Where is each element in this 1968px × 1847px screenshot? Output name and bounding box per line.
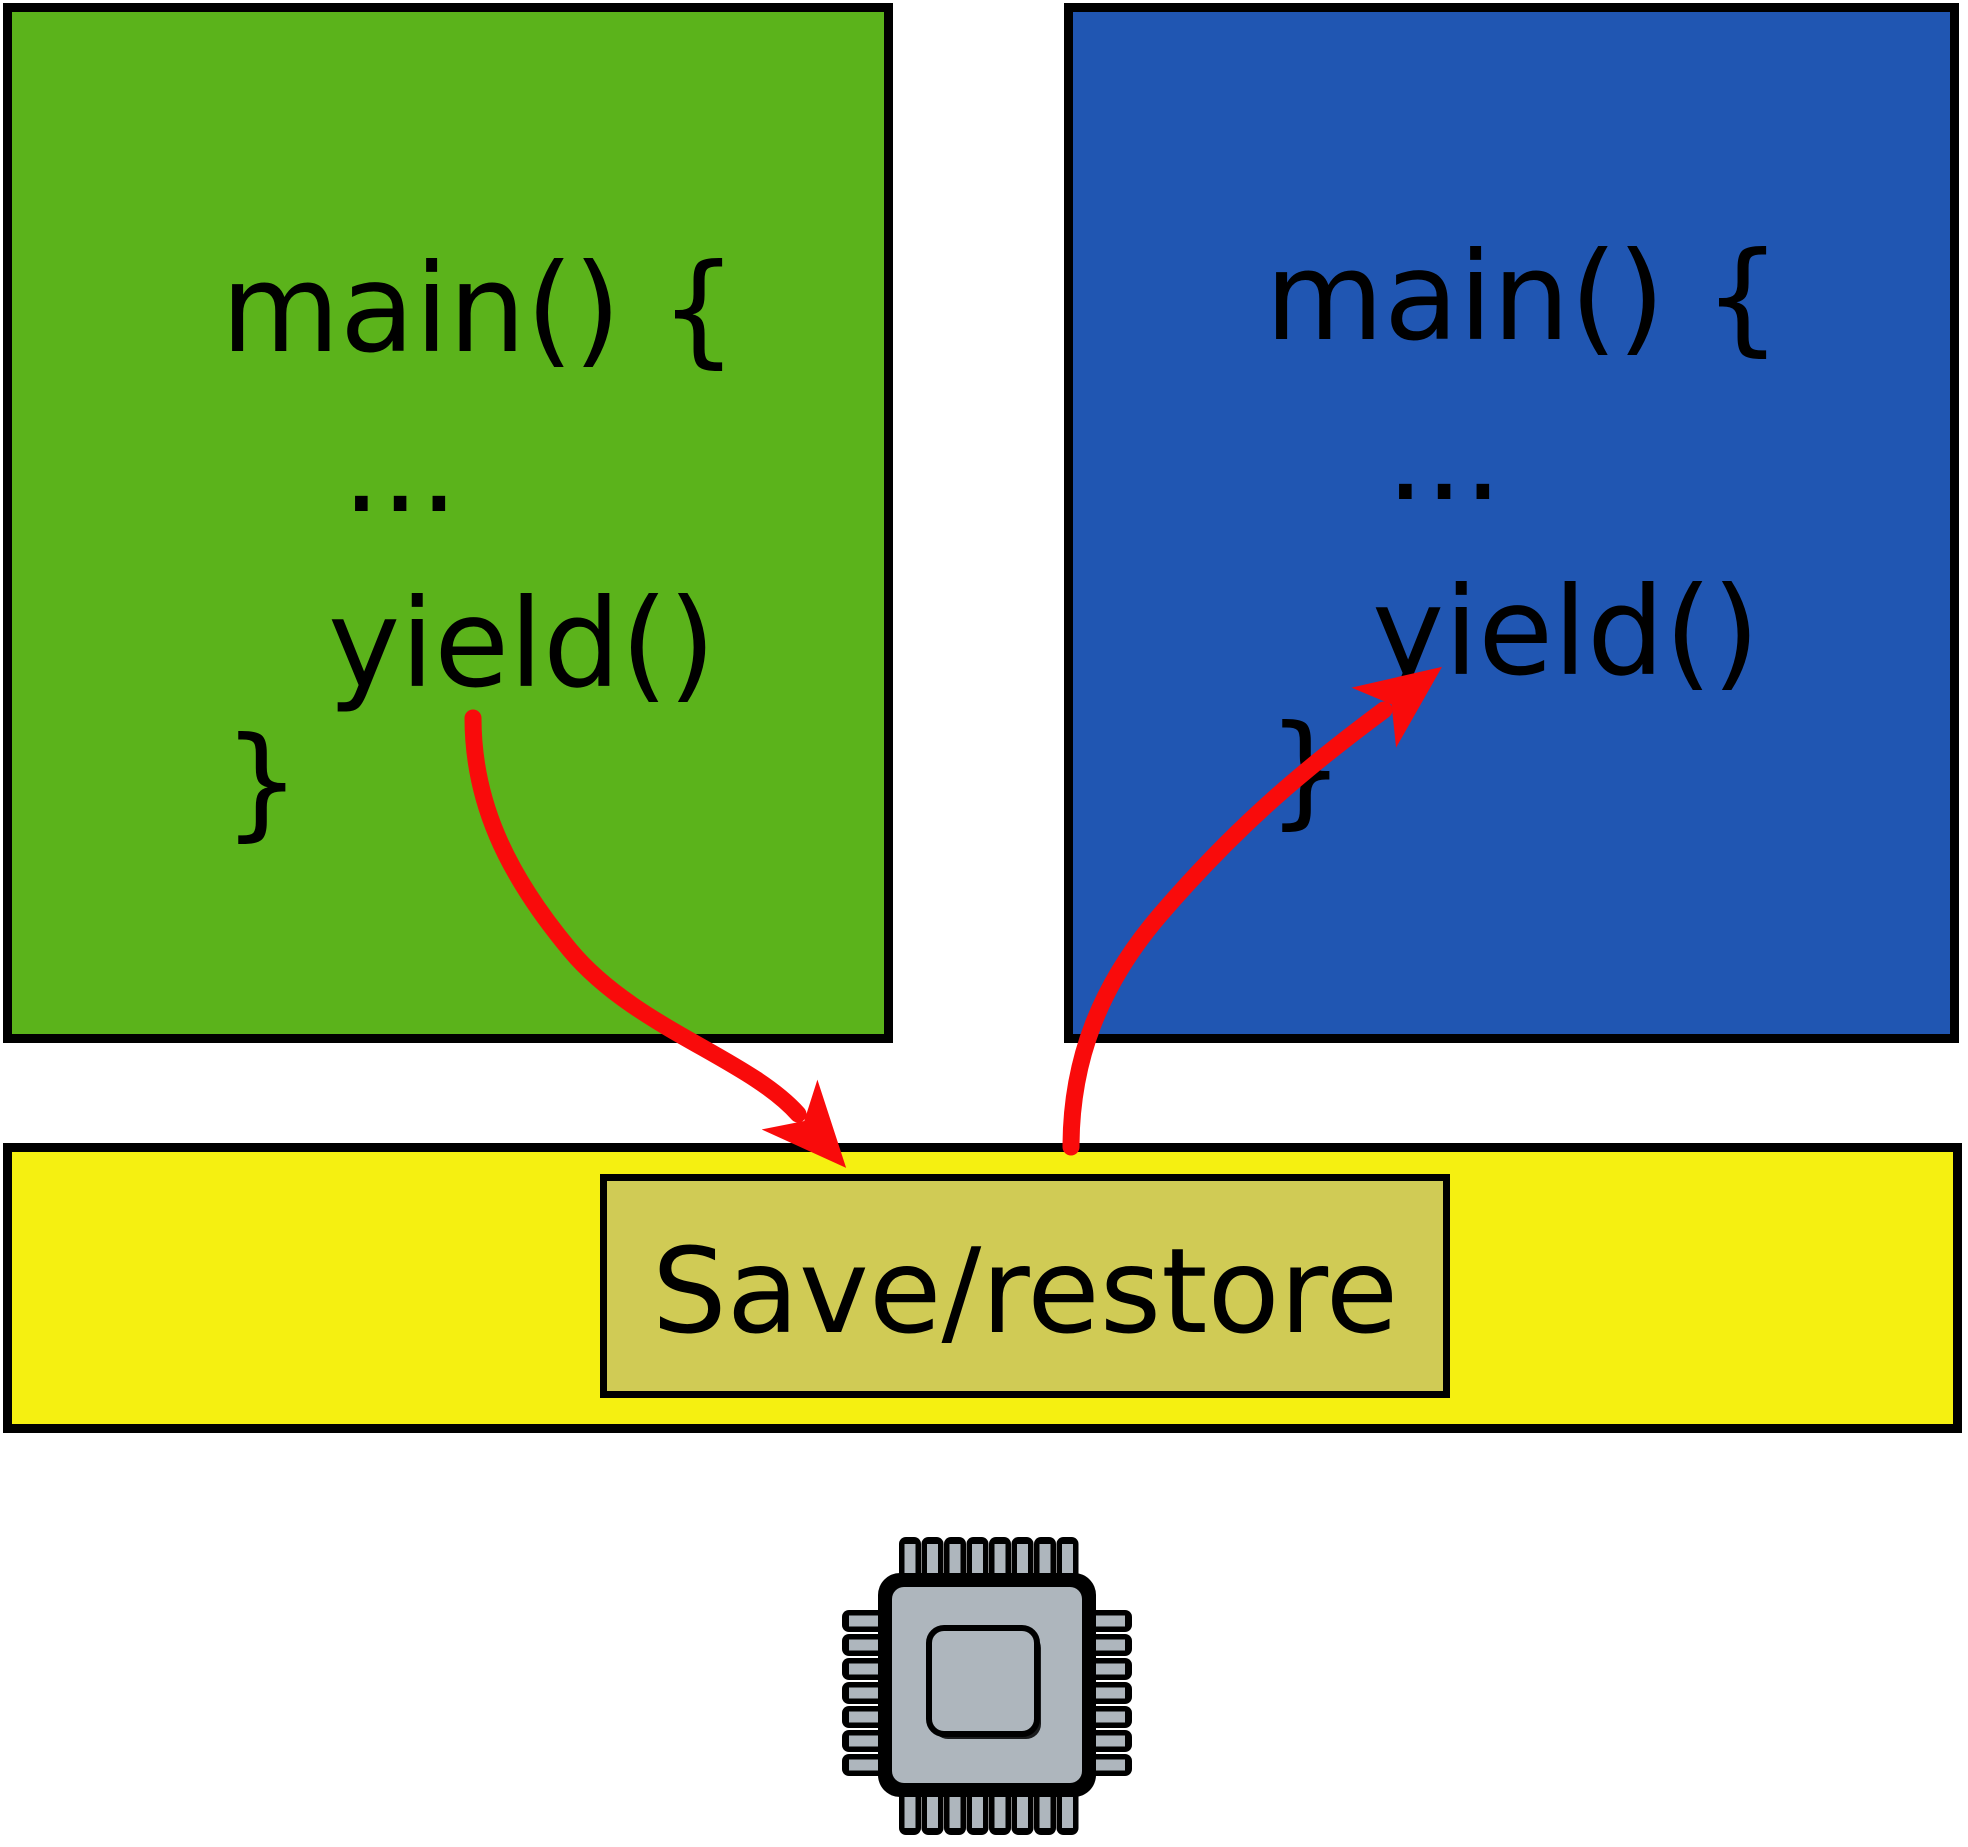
save-restore-label: Save/restore bbox=[651, 1222, 1399, 1360]
thread-b-code-line-3: yield() bbox=[1372, 561, 1760, 703]
thread-a-code-line-4: } bbox=[223, 711, 301, 853]
thread-b-code-line-1: main() { bbox=[1265, 226, 1782, 368]
thread-b-box bbox=[1064, 3, 1959, 1043]
cpu-chip-icon bbox=[842, 1537, 1132, 1835]
cpu-chip-body bbox=[878, 1573, 1096, 1797]
cpu-chip-die bbox=[926, 1625, 1040, 1737]
thread-a-code-line-2: ... bbox=[342, 398, 459, 540]
thread-a-code-line-3: yield() bbox=[328, 573, 716, 715]
thread-a-box: main() { ... yield() } bbox=[3, 3, 893, 1043]
kernel-bar: Save/restore bbox=[3, 1143, 1962, 1433]
save-restore-box: Save/restore bbox=[600, 1174, 1450, 1398]
thread-a-code-line-1: main() { bbox=[221, 238, 738, 380]
thread-b-code-line-2: ... bbox=[1386, 386, 1503, 528]
thread-b-code-line-4: } bbox=[1267, 699, 1345, 841]
